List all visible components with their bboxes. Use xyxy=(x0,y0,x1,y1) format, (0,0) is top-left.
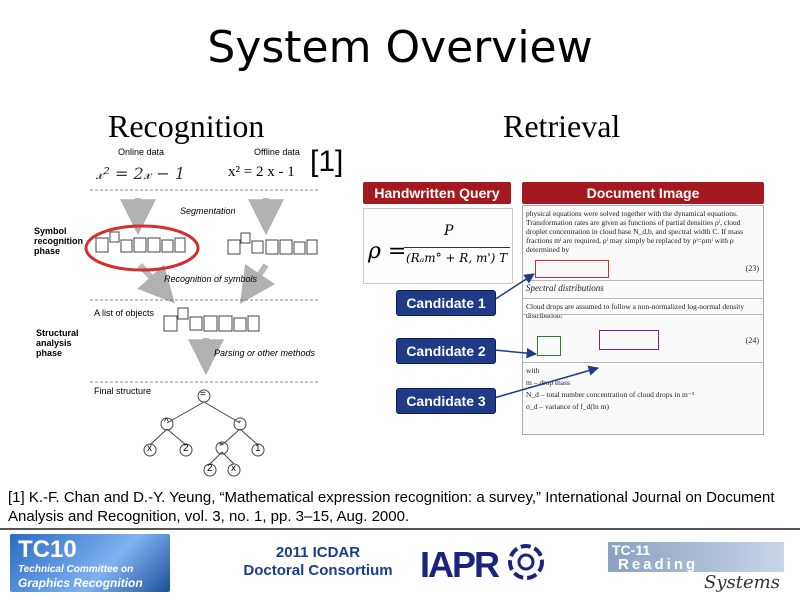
reading-label: Reading xyxy=(618,556,699,573)
footer-divider xyxy=(0,528,800,530)
tree-node-minus: - xyxy=(238,416,242,427)
recognition-heading: Recognition xyxy=(108,108,265,144)
systems-label: Systems xyxy=(704,572,780,593)
tc11-reading-systems-logo: TC-11 Reading Systems xyxy=(608,536,784,594)
offline-expression: x² = 2 x - 1 xyxy=(228,164,295,180)
phase1-line1: Symbol xyxy=(34,226,67,236)
retrieval-heading: Retrieval xyxy=(503,108,621,144)
doc-def-3: σ_d – variance of f_d(ln m) xyxy=(526,402,609,411)
tree-node-x: x xyxy=(147,443,152,454)
doc-paragraph-1: physical equations were solved together … xyxy=(526,209,744,254)
equation-23-number: (23) xyxy=(745,264,759,273)
icdar-line1: 2011 ICDAR xyxy=(275,544,361,561)
doc-paragraph-2: Cloud drops are assumed to follow a non-… xyxy=(526,302,745,320)
tc10-line1: Technical Committee on xyxy=(18,564,134,575)
doc-divider xyxy=(523,298,763,299)
reading-logo-bar xyxy=(608,542,784,572)
list-of-objects-label: A list of objects xyxy=(94,308,155,318)
phase2-line1: Structural xyxy=(36,328,79,338)
tree-node-one: 1 xyxy=(255,443,261,454)
candidate-1-box xyxy=(535,260,609,278)
final-structure-label: Final structure xyxy=(94,386,152,396)
phase1-line3: phase xyxy=(34,246,61,256)
symbol-recognition-phase-label: Symbol recognition phase xyxy=(34,226,83,256)
doc-with: with xyxy=(526,366,540,375)
candidate-3-label: Candidate 3 xyxy=(396,388,496,414)
online-data-label: Online data xyxy=(118,147,165,157)
recognition-diagram-svg xyxy=(84,189,320,477)
segmentation-label: Segmentation xyxy=(180,206,236,216)
iapr-logo-text: IAPR xyxy=(420,544,500,585)
doc-divider xyxy=(523,280,763,281)
offline-symbol-boxes xyxy=(227,232,318,255)
doc-divider xyxy=(523,362,763,363)
tc10-line2: Graphics Recognition xyxy=(18,576,143,590)
object-list-boxes xyxy=(163,307,260,332)
tree-node-pow: ^ xyxy=(164,417,169,428)
arrow-diag xyxy=(240,263,275,304)
citation-marker: [1] xyxy=(310,145,344,178)
parse-tree xyxy=(143,389,265,477)
tc10-logo-title: TC10 xyxy=(18,536,77,563)
phase2-line3: phase xyxy=(36,348,63,358)
page-title: System Overview xyxy=(207,22,593,73)
equation-24-number: (24) xyxy=(745,336,759,345)
tc11-label: TC-11 xyxy=(612,542,651,558)
online-symbol-boxes xyxy=(95,231,186,253)
document-image-header: Document Image xyxy=(522,182,764,204)
recognition-of-symbols-label: Recognition of symbols xyxy=(164,274,258,284)
structural-analysis-phase-label: Structural analysis phase xyxy=(36,328,79,358)
phase1-line2: recognition xyxy=(34,236,83,246)
candidate-2-label: Candidate 2 xyxy=(396,338,496,364)
query-denominator: (Rₐm° + R, m') T xyxy=(406,251,508,265)
parsing-label: Parsing or other methods xyxy=(214,348,316,358)
icdar-logo-text: 2011 ICDAR Doctoral Consortium xyxy=(228,544,408,580)
iapr-swirl-icon xyxy=(508,544,544,580)
query-fraction-bar xyxy=(404,247,510,248)
query-lhs: ρ = xyxy=(368,239,407,264)
phase2-line2: analysis xyxy=(36,338,72,348)
query-numerator: P xyxy=(444,223,454,239)
tree-node-root: = xyxy=(200,389,206,400)
handwritten-query-header: Handwritten Query xyxy=(363,182,511,204)
doc-section-heading: Spectral distributions xyxy=(526,283,604,293)
iapr-logo: IAPR xyxy=(420,544,500,586)
highlight-circle xyxy=(84,224,200,272)
handwritten-query-image: ρ = P (Rₐm° + R, m') T xyxy=(363,208,513,284)
offline-data-label: Offline data xyxy=(254,147,300,157)
tree-node-two-b: 2 xyxy=(207,463,213,474)
tc10-logo: TC10 Technical Committee on Graphics Rec… xyxy=(10,534,170,592)
candidate-3-box xyxy=(599,330,659,350)
recognition-diagram: Online data Offline data 𝓍² = 2𝓍 − 1 x² … xyxy=(30,140,330,480)
tree-node-x-b: x xyxy=(231,463,236,474)
doc-divider xyxy=(523,314,763,315)
tree-node-two: 2 xyxy=(183,443,189,454)
tree-node-mul: * xyxy=(219,441,223,452)
reference-citation: [1] K.-F. Chan and D.-Y. Yeung, “Mathema… xyxy=(8,489,775,525)
doc-def-2: N_d – total number concentration of clou… xyxy=(526,390,695,399)
candidate-1-label: Candidate 1 xyxy=(396,290,496,316)
candidate-2-box xyxy=(537,336,561,356)
online-expression: 𝓍² = 2𝓍 − 1 xyxy=(96,164,186,183)
document-image: physical equations were solved together … xyxy=(522,205,764,435)
doc-def-1: m – drop mass xyxy=(526,378,570,387)
icdar-line2: Doctoral Consortium xyxy=(243,562,393,579)
